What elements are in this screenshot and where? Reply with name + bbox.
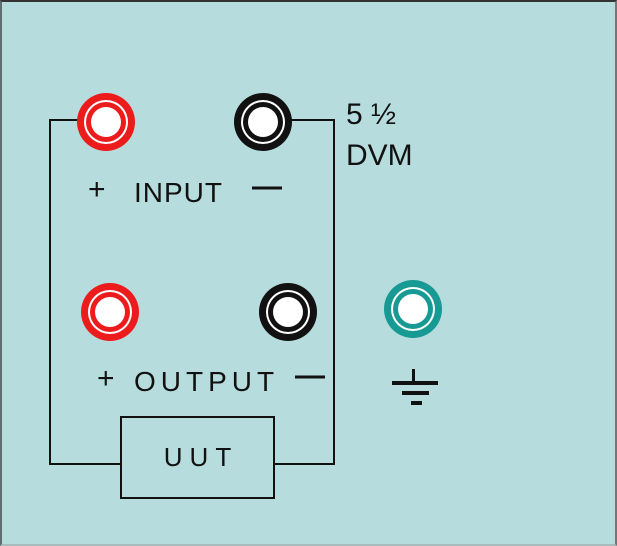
uut-box: UUT: [120, 416, 275, 499]
ground-stem: [412, 369, 415, 383]
wire-input-negative-horizontal: [291, 119, 335, 121]
ground-jack: [398, 294, 428, 324]
dvm-label: 5 ½ DVM: [346, 94, 413, 176]
uut-label: UUT: [163, 442, 239, 472]
output-negative-jack: [273, 297, 303, 327]
wire-left-to-uut: [49, 463, 121, 465]
ground-bar-middle: [402, 391, 429, 395]
input-negative-jack: [248, 107, 278, 137]
input-label: INPUT: [134, 177, 223, 208]
dvm-label-line1: 5 ½: [346, 98, 397, 131]
input-plus-sign: +: [88, 173, 106, 206]
ground-bar-bottom: [411, 401, 422, 405]
input-minus-sign: —: [252, 170, 282, 203]
ground-bar-top: [392, 381, 438, 385]
output-positive-jack: [95, 297, 125, 327]
output-plus-sign: +: [97, 362, 115, 395]
input-positive-jack: [91, 107, 121, 137]
output-label: OUTPUT: [134, 366, 280, 397]
wire-right-vertical: [333, 119, 335, 465]
dvm-label-line2: DVM: [346, 139, 413, 172]
wire-input-positive-horizontal: [49, 119, 81, 121]
output-minus-sign: —: [295, 359, 325, 392]
wire-left-vertical: [49, 119, 51, 465]
wire-right-to-uut: [274, 463, 335, 465]
